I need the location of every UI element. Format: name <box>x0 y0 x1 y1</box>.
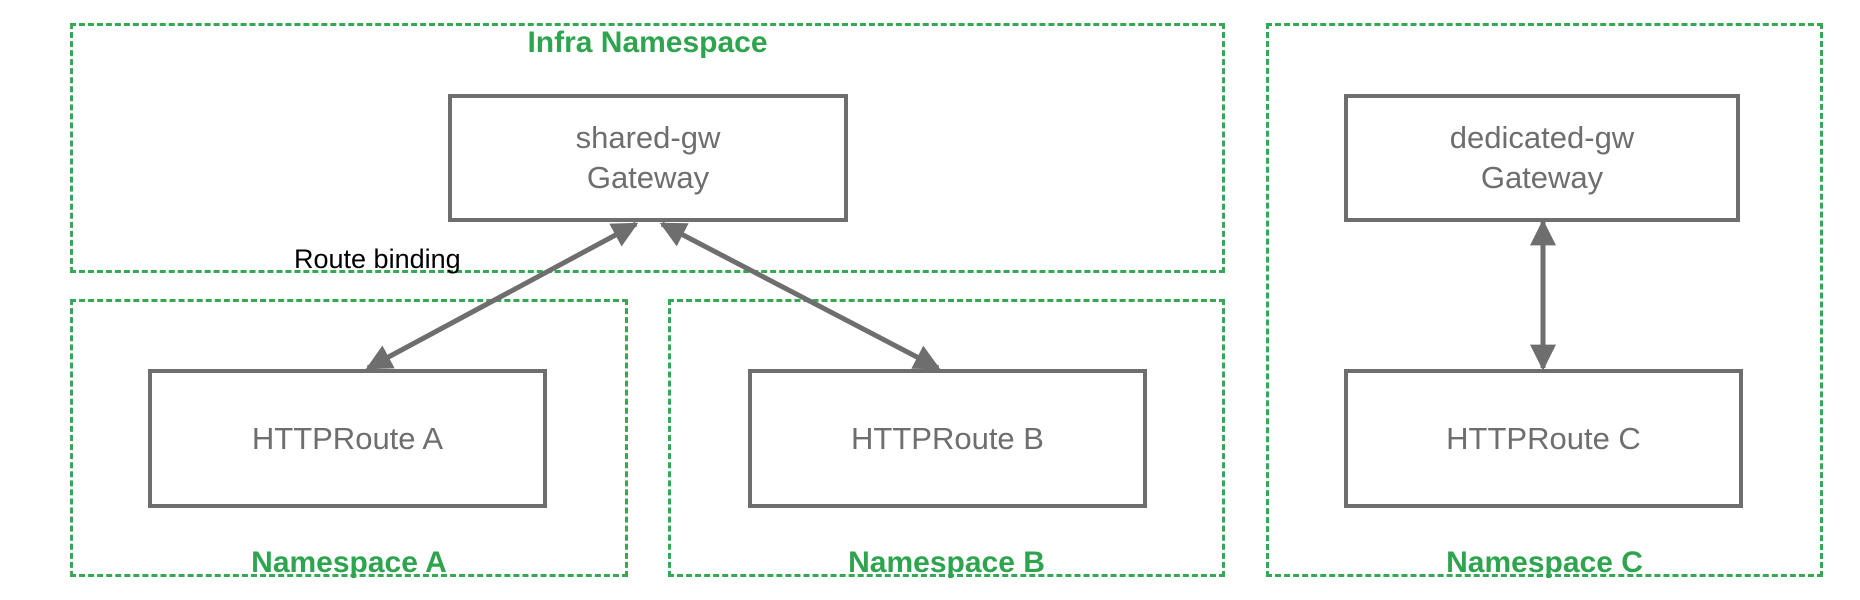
node-httproute-a-name: HTTPRoute A <box>251 420 444 456</box>
node-httproute-c[interactable]: HTTPRoute C <box>1344 369 1743 508</box>
namespace-title-infra: Infra Namespace <box>527 26 768 59</box>
edge-label-route-binding: Route binding <box>294 244 461 274</box>
namespace-box-c <box>1266 23 1823 577</box>
node-shared-gw-name: shared-gw <box>575 120 721 156</box>
node-dedicated-gw-name: dedicated-gw <box>1449 120 1635 156</box>
namespace-title-c: Namespace C <box>1446 546 1643 579</box>
node-httproute-a[interactable]: HTTPRoute A <box>148 369 547 508</box>
node-shared-gw-kind: Gateway <box>586 160 710 195</box>
node-dedicated-gw[interactable]: dedicated-gw Gateway <box>1344 94 1740 222</box>
node-httproute-c-name: HTTPRoute C <box>1446 420 1641 456</box>
namespace-title-b: Namespace B <box>848 546 1045 579</box>
namespace-box-b <box>668 299 1225 577</box>
node-dedicated-gw-kind: Gateway <box>1480 160 1604 195</box>
node-httproute-b-name: HTTPRoute B <box>851 420 1044 456</box>
namespace-title-a: Namespace A <box>251 546 447 579</box>
namespace-box-a <box>70 299 628 577</box>
node-shared-gw[interactable]: shared-gw Gateway <box>448 94 848 222</box>
node-httproute-b[interactable]: HTTPRoute B <box>748 369 1147 508</box>
namespace-box-infra <box>70 23 1225 273</box>
